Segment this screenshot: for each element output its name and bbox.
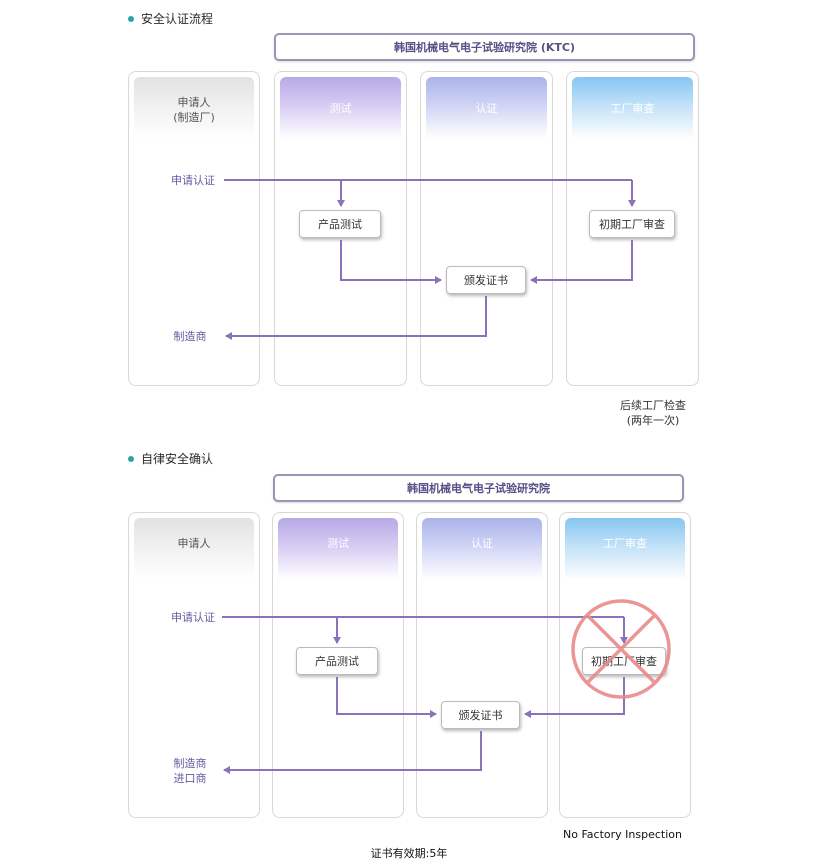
section2-note-validity: 证书有效期:5年 (370, 847, 448, 860)
section2-note-no-inspection: No Factory Inspection (563, 828, 682, 841)
section1-label-maker: 制造商 (173, 330, 207, 343)
section2-title: 自律安全确认 (128, 450, 213, 467)
section1-box-product-test: 产品测试 (299, 210, 381, 238)
section2-col-applicant: 申请人 (128, 512, 260, 818)
no-entry-cross-icon (571, 599, 671, 699)
section1-banner: 韩国机械电气电子试验研究院 (KTC) (274, 33, 695, 61)
s1-arrow-test-to-cert (340, 240, 442, 284)
section1-box-initial-audit: 初期工厂审查 (589, 210, 675, 238)
section2-col-applicant-header: 申请人 (134, 518, 254, 580)
section1-note-followup: 后续工厂检查 (两年一次) (620, 399, 686, 427)
s1-arrow-cert-to-maker (225, 296, 487, 340)
section1-box-issue-cert: 颁发证书 (446, 266, 526, 294)
section1-label-apply: 申请认证 (171, 174, 215, 187)
section2-label-maker-importer: 制造商 进口商 (173, 757, 207, 785)
s2-arrow-audit-to-cert (524, 677, 625, 718)
section1-col-applicant: 申请人 (制造厂) (128, 71, 260, 386)
s1-arrow-audit-to-cert (530, 240, 633, 284)
section1-col-applicant-header: 申请人 (制造厂) (134, 77, 254, 139)
section1-col-cert-header: 认证 (426, 77, 547, 139)
bullet-dot-icon (128, 455, 134, 462)
bullet-dot-icon (128, 15, 134, 22)
section2-box-product-test: 产品测试 (296, 647, 378, 675)
section2-col-cert-header: 认证 (422, 518, 542, 580)
section1-col-test-header: 测试 (280, 77, 401, 139)
section2-col-factory-header: 工厂审查 (565, 518, 685, 580)
section1-col-factory-header: 工厂审查 (572, 77, 693, 139)
section2-col-test-header: 测试 (278, 518, 398, 580)
s2-arrow-test-to-cert (336, 677, 437, 718)
s2-arrow-cert-to-maker (223, 731, 482, 774)
section2-box-issue-cert: 颁发证书 (441, 701, 520, 729)
section1-title: 安全认证流程 (128, 10, 213, 27)
section2-banner: 韩国机械电气电子试验研究院 (273, 474, 684, 502)
section2-label-apply: 申请认证 (171, 611, 215, 624)
